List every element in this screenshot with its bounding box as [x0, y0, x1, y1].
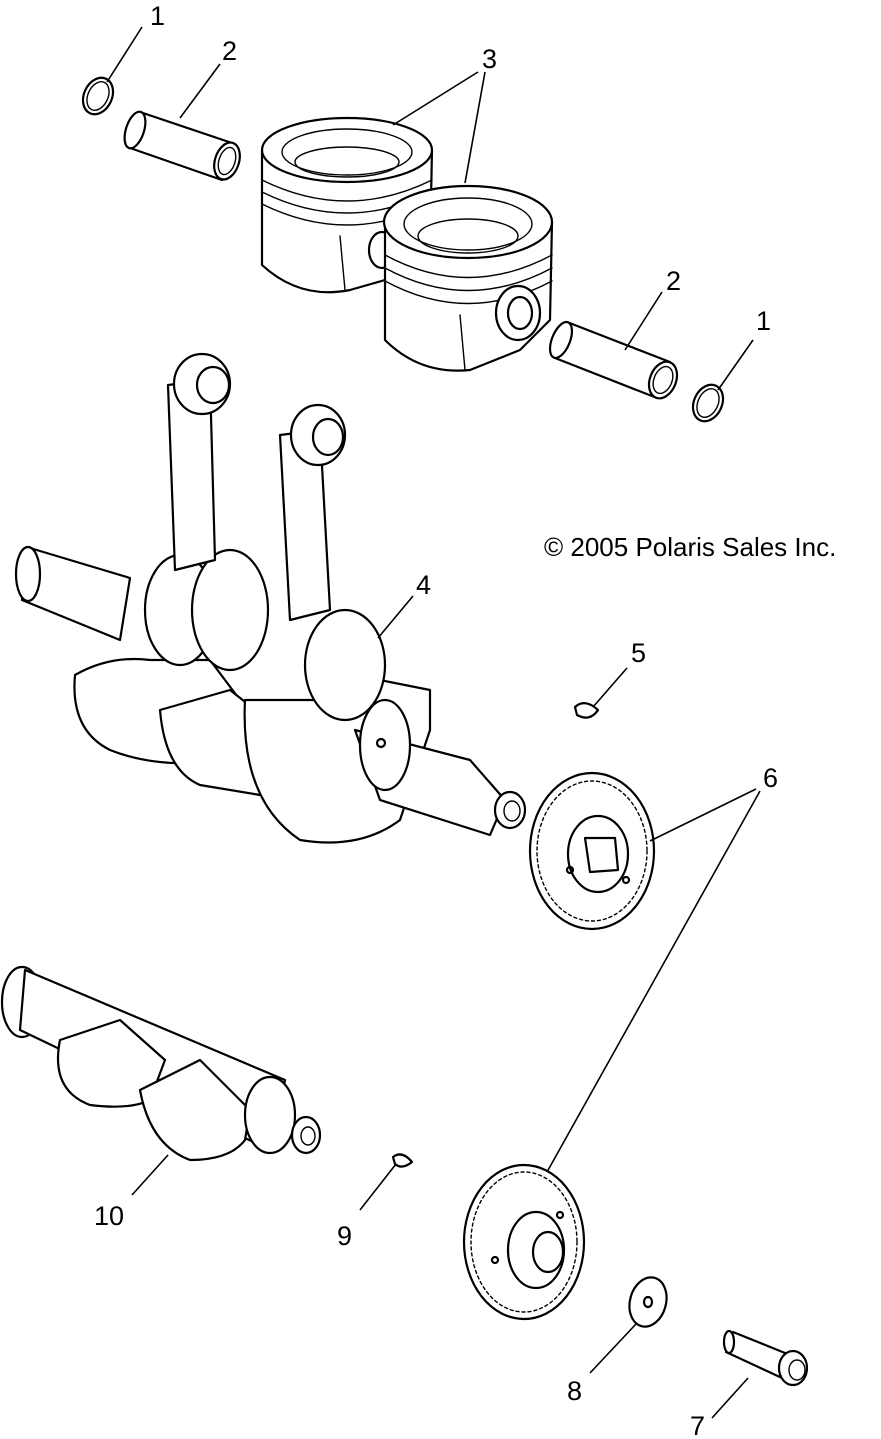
- callout-8: 8: [567, 1376, 582, 1406]
- callout-labels: 1 2 3 2 1 4 5 6 10 9 8 7: [94, 1, 778, 1439]
- piston-pin-part-2-top: [123, 110, 241, 182]
- callout-6: 6: [763, 763, 778, 793]
- piston-pin-part-2-right: [548, 320, 679, 400]
- bolt-part-7: [722, 1329, 809, 1387]
- circlip-part-1-right: [691, 383, 725, 423]
- crank-gear-part-6: [528, 771, 656, 931]
- callout-9: 9: [337, 1221, 352, 1251]
- copyright-notice: © 2005 Polaris Sales Inc.: [544, 532, 836, 562]
- balance-shaft-part-10: [0, 965, 322, 1162]
- callout-10: 10: [94, 1201, 124, 1231]
- leader-lines: [106, 26, 761, 1419]
- washer-part-8: [628, 1276, 668, 1328]
- callout-1-right: 1: [756, 306, 771, 336]
- callout-5: 5: [631, 638, 646, 668]
- crankshaft-part-4: [14, 352, 527, 844]
- callout-3: 3: [482, 44, 497, 74]
- circlip-part-1-top: [81, 76, 115, 116]
- balance-gear: [462, 1163, 586, 1321]
- callout-1-top: 1: [150, 1, 165, 31]
- callout-2-top: 2: [222, 36, 237, 66]
- key-part-9: [391, 1153, 414, 1168]
- callout-2-right: 2: [666, 266, 681, 296]
- callout-4: 4: [416, 570, 431, 600]
- woodruff-key-part-5: [573, 702, 600, 719]
- piston-part-3-front: [382, 184, 554, 372]
- callout-7: 7: [690, 1411, 705, 1439]
